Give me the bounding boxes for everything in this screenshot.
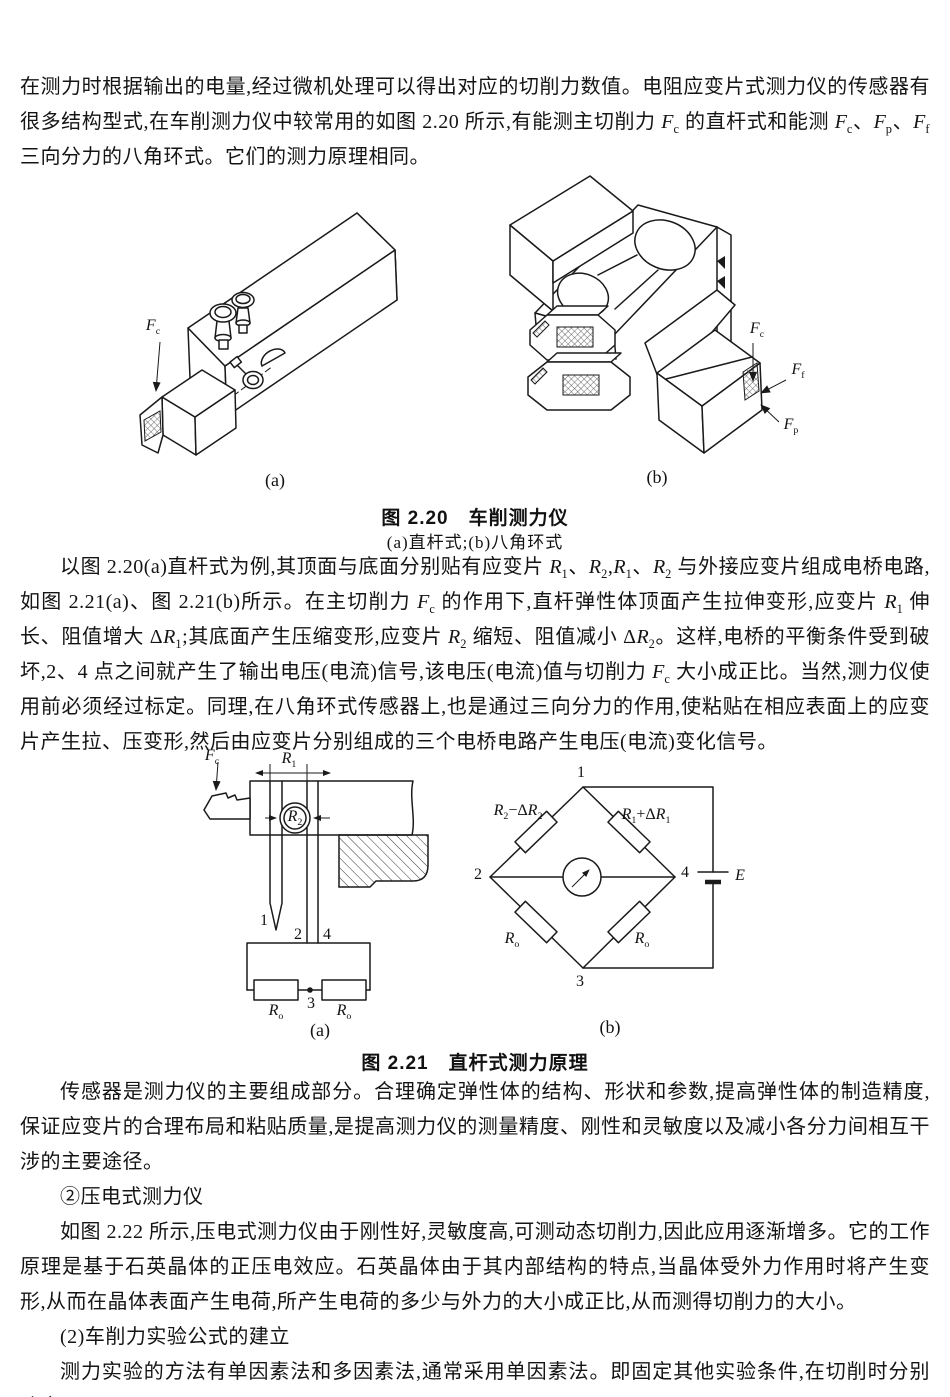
subfigure-b-label: (b) xyxy=(646,467,668,487)
tool-block xyxy=(657,330,762,453)
label-node-3: 3 xyxy=(307,995,315,1012)
figure-2-21b: R2−ΔR2 R1+ΔR1 Ro Ro 1 2 4 3 E (b) xyxy=(450,755,760,1045)
figure-2-21a: Fc R1 R2 1 2 4 3 Ro Ro (a) xyxy=(170,747,480,1040)
label-r1: R1 xyxy=(281,750,297,771)
octagon-ring-upper xyxy=(530,306,615,360)
fp-arrow xyxy=(760,404,779,422)
bolt-icon xyxy=(210,304,236,349)
strain-gauge-patch xyxy=(144,411,161,441)
subfigure-a-label: (a) xyxy=(310,1020,330,1040)
label-fc: Fc xyxy=(749,320,765,341)
strain-gauge-patch xyxy=(563,375,599,395)
resistor-ro-left xyxy=(515,901,557,942)
r2-gauge xyxy=(265,803,330,833)
label-node-1: 1 xyxy=(260,912,268,929)
label-node-4: 4 xyxy=(681,864,689,881)
ring-hole xyxy=(627,211,702,279)
label-node-1: 1 xyxy=(577,764,585,781)
label-arm-ro-right: Ro xyxy=(634,930,650,951)
upper-block xyxy=(510,176,633,311)
paragraph-intro: 在测力时根据输出的电量,经过微机处理可以得出对应的切削力数值。电阻应变片式测力仪… xyxy=(20,76,931,168)
r1-dimension xyxy=(255,764,331,781)
strain-gauge-patch xyxy=(531,368,547,384)
label-node-3: 3 xyxy=(576,973,584,990)
paragraph-experiment-method: 测力实验的方法有单因素法和多因素法,通常采用单因素法。即固定其他实验条件,在切削… xyxy=(20,1361,930,1397)
fc-arrow xyxy=(212,762,221,791)
figure-2-20-subcaption: (a)直杆式;(b)八角环式 xyxy=(386,533,564,552)
label-battery-e: E xyxy=(735,867,745,884)
bolt-icon xyxy=(232,293,254,334)
paragraph-sensor-summary: 传感器是测力仪的主要组成部分。合理确定弹性体的结构、形状和参数,提高弹性体的制造… xyxy=(20,1081,930,1173)
octagon-ring-lower xyxy=(528,353,630,410)
heading-piezoelectric: ②压电式测力仪 xyxy=(60,1186,204,1208)
fc-arrow xyxy=(152,342,161,392)
cutting-tool xyxy=(204,793,250,819)
bar-schematic-drawing xyxy=(170,748,470,1018)
elastic-bar xyxy=(250,781,413,835)
figure-2-20b: Fc Ff Fp (b) xyxy=(495,175,925,490)
figure-2-21-caption: 图 2.21 直杆式测力原理 xyxy=(361,1053,589,1074)
label-ff: Ff xyxy=(791,361,805,382)
workpiece-block xyxy=(339,835,428,887)
label-fc: Fc xyxy=(145,317,161,338)
battery-branch xyxy=(583,787,728,968)
resistor-ro-right xyxy=(608,901,650,942)
paragraph-piezoelectric: 如图 2.22 所示,压电式测力仪由于刚性好,灵敏度高,可测动态切削力,因此应用… xyxy=(20,1221,930,1313)
figure-2-20: Fc (a) xyxy=(20,175,930,552)
label-fc: Fc xyxy=(204,747,220,768)
edge-notch xyxy=(261,349,285,366)
resistor-ro xyxy=(322,980,366,1000)
strain-gauge-patch xyxy=(557,327,593,347)
resistor-r1-plus xyxy=(608,811,650,852)
label-arm-r2: R2−ΔR2 xyxy=(493,802,543,823)
label-node-2: 2 xyxy=(294,926,302,943)
bridge-circuit-drawing xyxy=(450,755,760,1005)
octagonal-ring-dynamometer-drawing xyxy=(495,175,915,475)
label-fp: Fp xyxy=(783,416,799,437)
label-node-4: 4 xyxy=(323,926,331,943)
label-ro-left: Ro xyxy=(268,1002,284,1023)
tool-head xyxy=(140,370,236,455)
external-resistor-box xyxy=(247,943,370,1000)
galvanometer xyxy=(563,858,601,896)
ff-arrow xyxy=(760,380,786,394)
resistor-r2-minus xyxy=(515,811,557,852)
strain-gauge-patch xyxy=(533,321,549,337)
resistor-ro xyxy=(254,980,298,1000)
figure-2-20-caption: 图 2.20 车削测力仪 xyxy=(381,508,569,529)
heading-experiment-formula: (2)车削力实验公式的建立 xyxy=(60,1326,290,1348)
straight-bar-dynamometer-drawing xyxy=(65,180,475,480)
paragraph-bridge-principle: 以图 2.20(a)直杆式为例,其顶面与底面分别贴有应变片 R1、R2,R1、R… xyxy=(20,556,931,753)
label-arm-r1: R1+ΔR1 xyxy=(621,806,671,827)
lead-1 xyxy=(270,781,282,930)
side-screw-icon xyxy=(230,357,273,396)
label-node-2: 2 xyxy=(474,866,482,883)
figure-2-21: Fc R1 R2 1 2 4 3 Ro Ro (a) xyxy=(20,748,930,1075)
label-ro-right: Ro xyxy=(336,1002,352,1023)
label-r2: R2 xyxy=(287,808,303,829)
figure-2-20a: Fc (a) xyxy=(65,180,475,490)
label-arm-ro-left: Ro xyxy=(504,930,520,951)
subfigure-b-label: (b) xyxy=(599,1017,621,1037)
node-3-dot xyxy=(307,987,313,993)
subfigure-a-label: (a) xyxy=(265,470,285,490)
